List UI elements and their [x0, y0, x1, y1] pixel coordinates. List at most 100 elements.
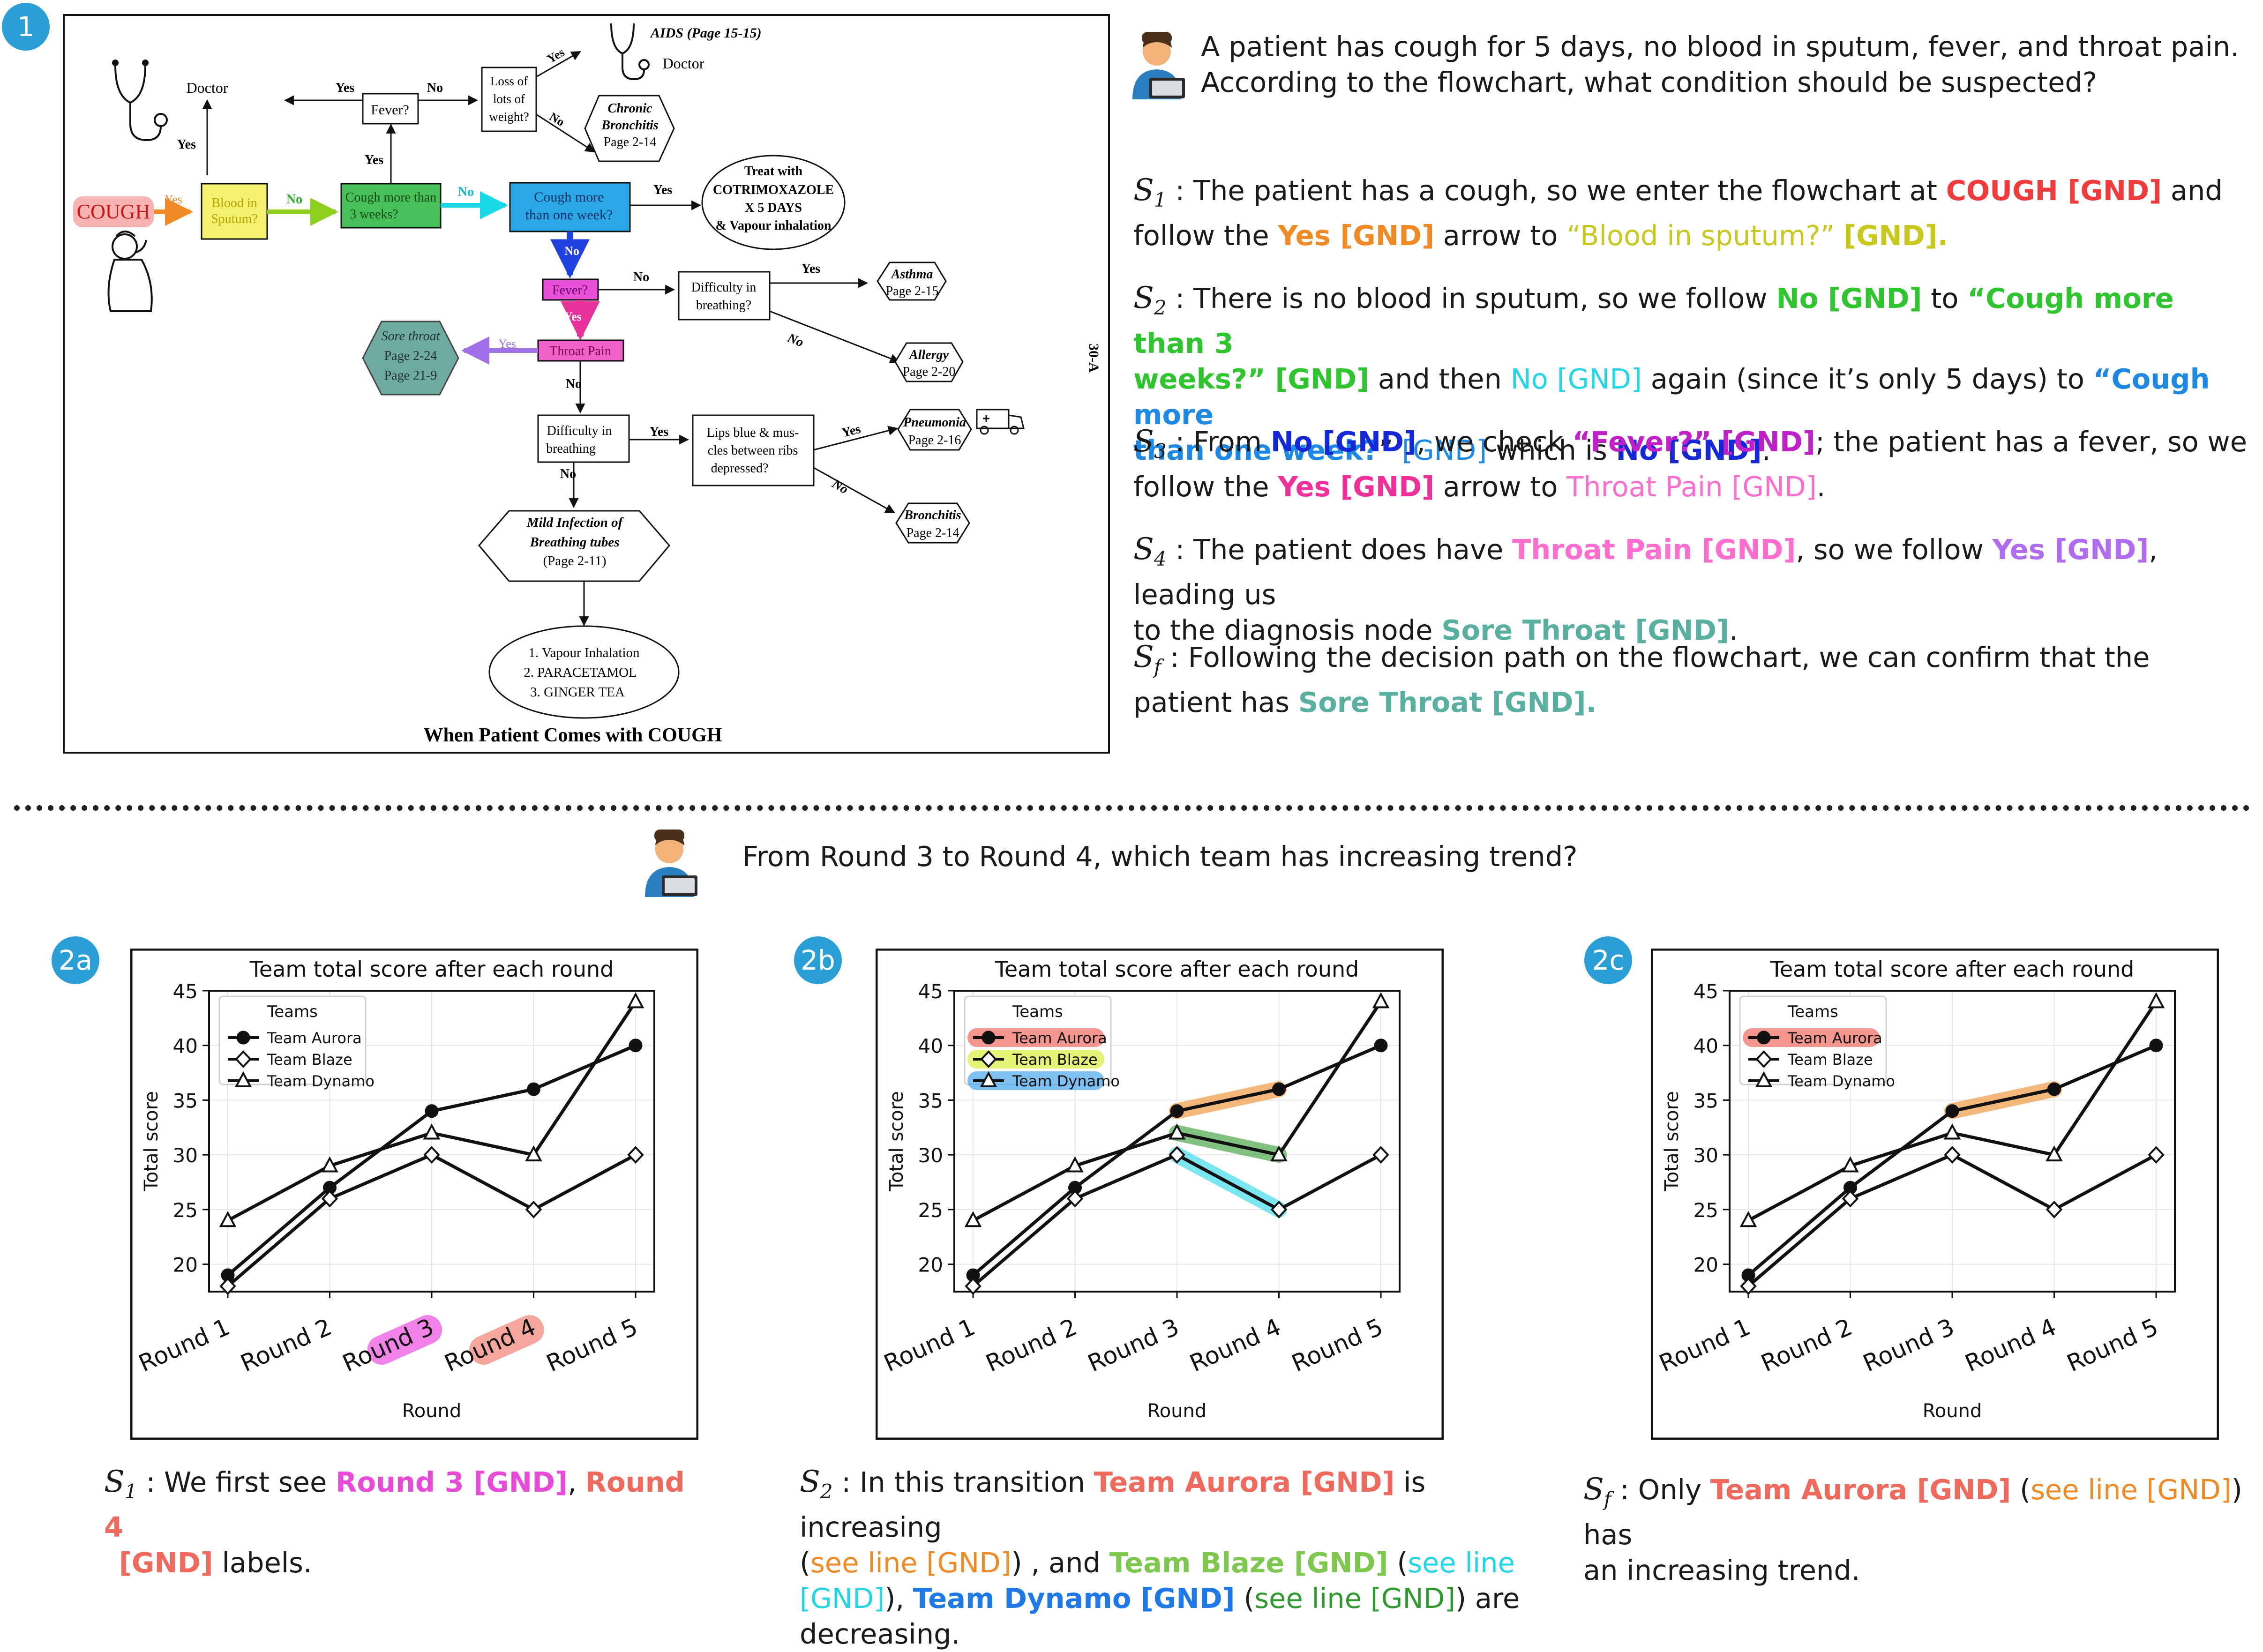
sore-node-line2: Page 2-24	[384, 349, 437, 363]
edge-label-no: No	[458, 185, 474, 199]
remedy-line1: 1. Vapour Inhalation	[528, 645, 640, 660]
data-point	[219, 1211, 237, 1227]
data-point	[1270, 1200, 1288, 1218]
data-point	[425, 1104, 439, 1118]
step-s3: S3 : From No [GND], we check “Fever?” [G…	[1133, 424, 2249, 505]
caption-2c: Sf : Only Team Aurora [GND] (see line [G…	[1583, 1472, 2258, 1588]
data-point	[1842, 1189, 1859, 1208]
user-avatar-icon	[645, 830, 697, 897]
data-point	[1066, 1189, 1084, 1208]
ground-tag-cough3: “Cough more than 3	[1133, 282, 2174, 359]
y-tick-label: 45	[918, 980, 943, 1003]
pneumonia-node-line2: Page 2-16	[908, 433, 961, 448]
ground-tag-blood: “Blood in sputum?”	[1566, 219, 1844, 252]
data-point	[1169, 1146, 1185, 1164]
y-axis-label: Total score	[141, 1091, 162, 1192]
loss-node-line3: weight?	[489, 110, 529, 124]
asthma-node-line1: Asthma	[891, 267, 933, 282]
mild-node-line3: (Page 2-11)	[543, 553, 606, 568]
legend-marker	[1757, 1031, 1771, 1045]
data-point	[1943, 1123, 1961, 1140]
data-point	[964, 1211, 982, 1227]
remedy-line2: 2. PARACETAMOL	[524, 665, 637, 680]
treat-node-line4: & Vapour inhalation	[716, 218, 832, 233]
cough3-node-line2: 3 weeks?	[350, 207, 398, 222]
ground-tag-round4: [GND]	[119, 1546, 213, 1579]
caption-text: ) , and	[1011, 1546, 1109, 1579]
y-axis-label: Total score	[886, 1091, 907, 1192]
step-text: and	[2162, 174, 2223, 207]
legend-title: Teams	[1012, 1002, 1063, 1021]
edge-label-yes: Yes	[336, 81, 355, 95]
step-badge-2a: 2a	[52, 936, 99, 984]
step-text: , so we follow	[1796, 533, 1993, 566]
chart-title: Team total score after each round	[249, 957, 614, 982]
step-text: again (since it’s only 5 days) to	[1641, 362, 2093, 395]
caption-2b: S2 : In this transition Team Aurora [GND…	[800, 1464, 1550, 1652]
data-point	[1842, 1156, 1859, 1173]
step-text: to	[1922, 282, 1968, 314]
ground-tag-yes: Yes [GND]	[1278, 219, 1435, 252]
coughing-person-icon	[107, 231, 153, 312]
flowchart-side-label: 30-A	[1086, 344, 1102, 373]
blood-node-line2: Sputum?	[211, 212, 258, 226]
step-sf: Sf : Following the decision path on the …	[1133, 639, 2249, 720]
legend-label: Team Blaze	[267, 1051, 352, 1069]
chart-title: Team total score after each round	[1770, 957, 2135, 982]
step-text: .	[1729, 613, 1738, 646]
chart-title: Team total score after each round	[995, 957, 1359, 982]
legend-label: Team Aurora	[1012, 1029, 1107, 1047]
x-axis-label: Round	[1923, 1400, 1982, 1422]
blood-node-line1: Blood in	[211, 196, 257, 210]
caption-2a: S1 : We first see Round 3 [GND], Round 4…	[104, 1464, 713, 1581]
data-point	[1740, 1277, 1757, 1295]
legend-marker	[235, 1050, 252, 1068]
legend-marker	[1755, 1050, 1772, 1068]
stethoscope-icon	[112, 60, 168, 142]
data-point	[1066, 1156, 1084, 1173]
ground-tag-gnd: [GND].	[1843, 219, 1948, 252]
step-text: ; the patient has a fever, so we	[1815, 426, 2247, 458]
caption-text: (	[1235, 1582, 1255, 1615]
step-label: Sf	[1133, 640, 1161, 678]
caption-text: ) are	[1455, 1582, 1520, 1615]
edge-label-no: No	[427, 81, 443, 95]
caption-text: is increasing	[800, 1466, 1426, 1543]
cough3-node-line1: Cough more than	[345, 190, 436, 205]
y-tick-label: 25	[918, 1199, 943, 1222]
legend-marker	[980, 1071, 997, 1087]
data-point	[219, 1277, 236, 1295]
edge-label-no: No	[286, 192, 302, 207]
edge-label-no: No	[566, 377, 582, 391]
edge-label-no: No	[633, 270, 649, 284]
ground-tag-sore: Sore Throat [GND].	[1298, 686, 1597, 718]
treat-node-line2: COTRIMOXAZOLE	[713, 183, 834, 197]
caption-text: ),	[884, 1582, 913, 1615]
edge-label-yes: Yes	[498, 337, 516, 351]
y-tick-label: 40	[918, 1035, 943, 1058]
caption-text: labels.	[213, 1546, 312, 1579]
ambulance-icon	[976, 409, 1025, 435]
data-point	[423, 1123, 441, 1140]
step-label: Sf	[1583, 1472, 1611, 1510]
edge-label-yes: Yes	[650, 425, 669, 439]
sore-node-line1: Sore throat	[382, 329, 441, 344]
data-point	[1168, 1123, 1186, 1140]
flowchart-diagram: Doctor Yes COUGH Yes Blood in Sputum? No…	[73, 23, 1102, 746]
ground-tag-cough: COUGH [GND]	[1946, 174, 2162, 207]
tick-highlight	[367, 1315, 442, 1365]
user-avatar-icon	[1132, 32, 1185, 99]
y-tick-label: 20	[173, 1254, 198, 1277]
legend-highlight	[967, 1071, 1104, 1090]
data-point	[2149, 1039, 2163, 1053]
chronic-node-line2: Bronchitis	[601, 118, 658, 133]
doctor-node-right: Doctor	[663, 55, 704, 72]
difficulty1-node-line2: breathing?	[696, 298, 751, 313]
data-point	[2046, 1145, 2063, 1162]
difficulty1-node-line1: Difficulty in	[691, 280, 757, 295]
legend-marker	[980, 1050, 997, 1068]
flowchart-panel: Doctor Yes COUGH Yes Blood in Sputum? No…	[63, 14, 1110, 754]
tick-highlight	[469, 1315, 544, 1365]
y-tick-label: 25	[1694, 1199, 1718, 1222]
asthma-node-line2: Page 2-15	[886, 284, 939, 299]
